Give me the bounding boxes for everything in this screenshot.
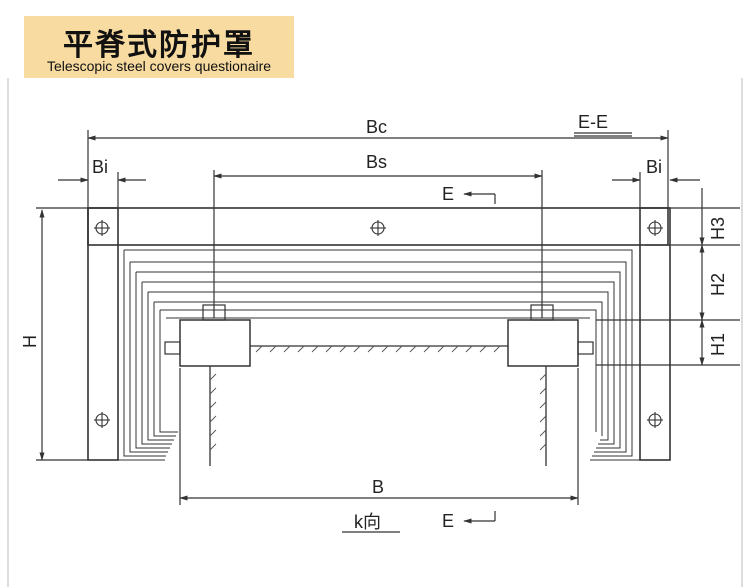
right-block-side: [577, 341, 594, 355]
left-block-top: [202, 304, 226, 321]
telescopic-sections: [117, 245, 641, 461]
label-e-top: E: [442, 184, 454, 204]
label-bi-right: Bi: [646, 157, 662, 177]
label-section: E-E: [578, 112, 608, 132]
bolt-hole-top-right: [647, 220, 663, 236]
title-badge: 平脊式防护罩 Telescopic steel covers questiona…: [24, 16, 294, 78]
label-h3: H3: [708, 217, 728, 240]
label-h1: H1: [708, 333, 728, 356]
bolt-holes: [94, 220, 663, 428]
label-h2: H2: [708, 273, 728, 296]
label-e-bottom: E: [442, 511, 454, 531]
bolt-hole-bottom-left: [94, 412, 110, 428]
left-block: [179, 319, 251, 367]
page-border: [7, 78, 743, 587]
right-block: [507, 319, 579, 367]
title-chinese: 平脊式防护罩: [63, 28, 255, 63]
dim-h: [36, 207, 88, 461]
label-bc: Bc: [366, 117, 387, 137]
label-bs: Bs: [366, 152, 387, 172]
left-block-side: [164, 341, 181, 355]
label-k: k向: [354, 512, 381, 532]
dim-b: [179, 368, 579, 505]
title-english: Telescopic steel covers questionaire: [46, 58, 272, 74]
bolt-hole-top-center: [370, 220, 386, 236]
dim-bi-left: [58, 172, 146, 208]
label-h: H: [20, 335, 40, 348]
bolt-hole-bottom-right: [647, 412, 663, 428]
right-block-top: [530, 304, 554, 321]
label-b: B: [372, 477, 384, 497]
dim-bs: [213, 170, 543, 318]
label-bi-left: Bi: [92, 157, 108, 177]
dim-bi-right: [612, 172, 700, 208]
hatching: [209, 345, 547, 451]
dim-bc: [87, 130, 669, 208]
left-flange: [87, 207, 119, 461]
bolt-hole-top-left: [94, 220, 110, 236]
section-arrows: [342, 132, 632, 533]
